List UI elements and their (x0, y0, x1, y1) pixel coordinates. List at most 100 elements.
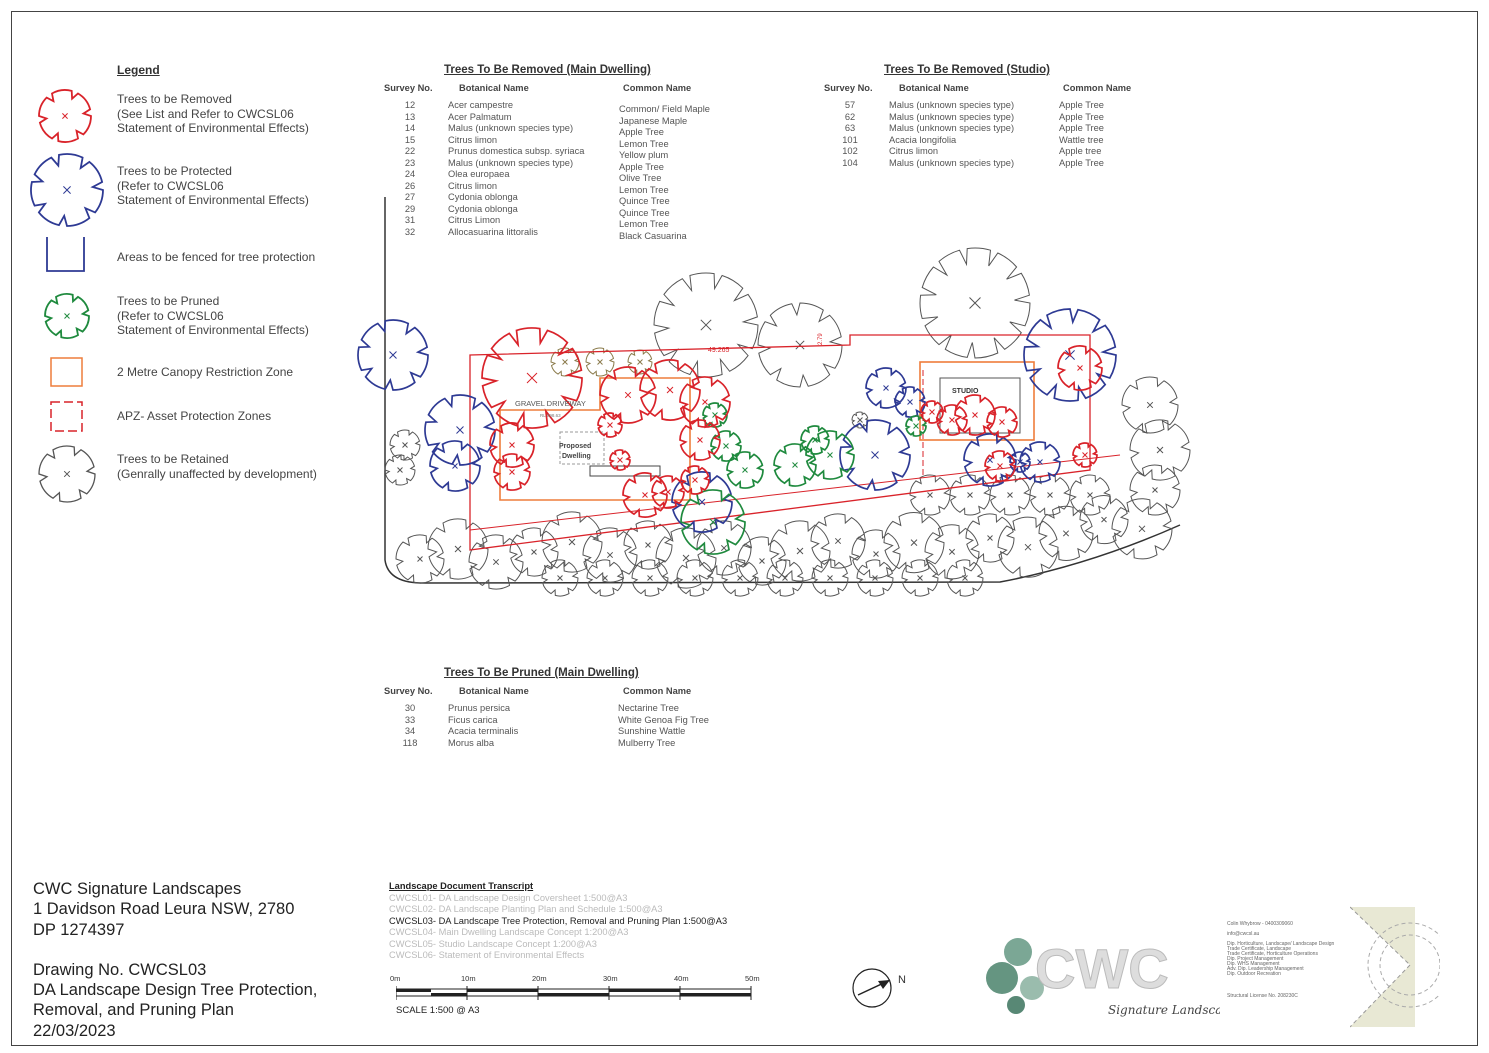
tree-removed (1072, 442, 1098, 468)
tree-retained (949, 474, 991, 516)
tree-retained (623, 520, 673, 570)
tree-removed (481, 327, 583, 429)
contact-name-phone: Colin Whybrow - 0400309060 (1227, 921, 1293, 927)
table-cell: Ficus carica (448, 714, 498, 725)
tree-retained (427, 518, 489, 580)
canopy-zone-icon (50, 357, 83, 387)
legend-item-2: Areas to be fenced for tree protection (117, 250, 315, 265)
tree-retained (901, 559, 939, 597)
qualification: Dip. WHS Management (1227, 961, 1280, 967)
table-cell: Wattle tree (1059, 134, 1104, 145)
table-cell: Malus (unknown species type) (889, 157, 1015, 168)
column-header: Common Name (623, 686, 692, 696)
legend-item-text: Trees to be Removed (117, 92, 232, 106)
legend-item-text: (Genrally unaffected by development) (117, 466, 317, 481)
table-cell: Malus (unknown species type) (889, 111, 1015, 122)
legend-item-text: (Refer to CWCSL06 (117, 308, 224, 323)
table-cell: Malus (unknown species type) (889, 123, 1015, 133)
table-cell: 24 (404, 169, 416, 179)
table-cell: 33 (404, 714, 416, 725)
legend-item-text: (Refer to CWCSL06 (117, 178, 224, 193)
tree-pruned (680, 489, 746, 555)
table-cell: Olea europaea (448, 169, 510, 179)
table-cell: Lemon Tree (619, 184, 669, 195)
tree-retained (883, 512, 945, 574)
apz-icon (50, 401, 83, 432)
tree-retained (653, 272, 759, 378)
tree-retained (1129, 464, 1181, 516)
tree-retained (509, 527, 559, 577)
table-cell: 29 (404, 203, 416, 214)
scale-tick-label: 10m (461, 974, 476, 983)
table-cell: Black Casuarina (619, 230, 687, 241)
tree-retained (811, 559, 849, 597)
transcript-item: CWCSL04- Main Dwelling Landscape Concept… (389, 927, 629, 937)
tree-pruned (710, 430, 742, 462)
table-cell: Common/ Field Maple (619, 104, 710, 114)
qualification: Adv. Dip. Leadership Management (1227, 966, 1304, 972)
tree-removed-icon (38, 89, 92, 143)
table-cell: Nectarine Tree (618, 703, 679, 713)
tree-protected (839, 419, 911, 491)
cwc-logo: CWC Signature Landscapes (986, 937, 1220, 1017)
tree-removed (1057, 345, 1103, 391)
scale-tick-label: 30m (603, 974, 618, 983)
legend-item-text: Statement of Environmental Effects) (117, 323, 309, 337)
legend-item-text: Statement of Environmental Effects) (117, 121, 309, 135)
table-cell: Mulberry Tree (618, 737, 676, 748)
tree-retained (946, 559, 984, 597)
tree-retained (631, 559, 669, 597)
north-label: N (898, 974, 906, 986)
table-cell: Apple Tree (1059, 111, 1104, 122)
tree-retained (919, 247, 1031, 359)
table-cell: Prunus domestica subsp. syriaca (448, 146, 585, 156)
tree-retained (676, 559, 714, 597)
table-cell: Citrus limon (448, 180, 498, 191)
table-cell: Sunshine Wattle (618, 726, 686, 736)
table-cell: Citrus Limon (448, 215, 501, 225)
transcript-title: Landscape Document Transcript (389, 881, 534, 891)
tree-removed (920, 400, 944, 424)
legend-item-4: 2 Metre Canopy Restriction Zone (117, 365, 293, 380)
table-cell: Malus (unknown species type) (448, 123, 574, 133)
legend-item-5: APZ- Asset Protection Zones (117, 409, 271, 424)
tree-removed (679, 376, 731, 428)
table-cell: Citrus limon (448, 134, 498, 145)
table-cell: Quince Tree (619, 196, 670, 206)
tree-retained (721, 559, 759, 597)
tree-protected (1009, 451, 1031, 473)
tree-retained (856, 559, 894, 597)
contact-license: Structural License No. 208230C (1227, 993, 1298, 999)
document-transcript: Landscape Document Transcript CWCSL01- D… (389, 881, 727, 962)
table-cell: 22 (404, 146, 416, 156)
table-title: Trees To Be Pruned (Main Dwelling) (444, 667, 639, 679)
table-cell: Yellow plum (619, 150, 669, 160)
transcript-item: CWCSL01- DA Landscape Design Coversheet … (389, 892, 628, 903)
tree-retained (737, 536, 787, 586)
tree-pruned-icon (44, 293, 90, 339)
tree-protected (424, 394, 496, 466)
table-cell: Apple tree (1059, 146, 1102, 156)
table-cell: Citrus limon (889, 146, 939, 156)
tree-retained (696, 520, 752, 576)
legend-item-text: Statement of Environmental Effects) (117, 193, 309, 207)
column-header: Botanical Name (899, 83, 969, 93)
tree-retained (585, 347, 615, 377)
legend-item-0: Trees to be Removed(See List and Refer t… (117, 92, 309, 136)
table-cell: Cydonia oblonga (448, 203, 518, 214)
tree-retained (1111, 498, 1173, 560)
table-cell: Prunus persica (448, 703, 511, 713)
legend-item-text: 2 Metre Canopy Restriction Zone (117, 365, 294, 379)
table-cell: 23 (404, 157, 416, 168)
table-cell: 12 (404, 100, 416, 110)
tree-retained (909, 474, 951, 516)
scale-label: SCALE 1:500 @ A3 (396, 1005, 480, 1016)
decorative-corner-graphic (1350, 906, 1440, 1028)
table-title: Trees To Be Removed (Studio) (884, 64, 1050, 76)
